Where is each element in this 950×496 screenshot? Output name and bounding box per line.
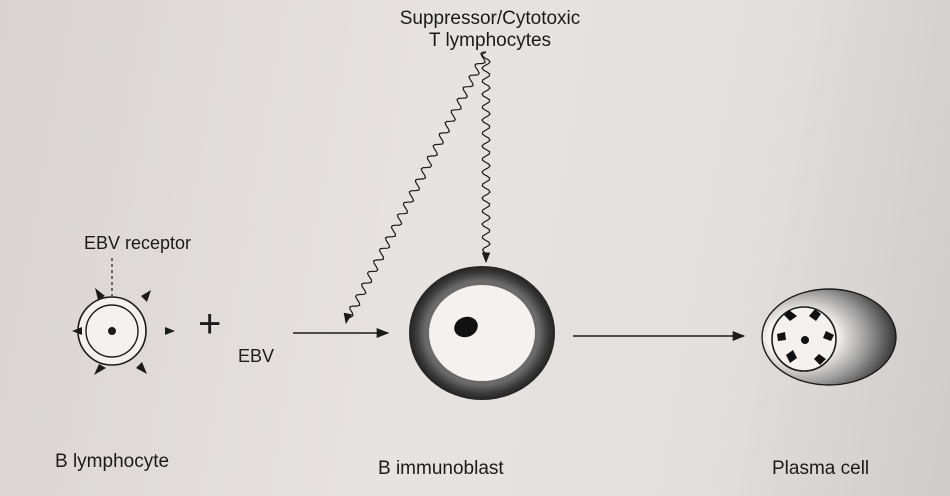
suppressor-label-line2: T lymphocytes: [428, 30, 552, 51]
ebv-label: EBV: [238, 346, 275, 366]
lymphocyte-nucleus: [85, 304, 139, 358]
immunoblast-nucleolus: [454, 316, 478, 338]
suppressor-t-lymphocytes-label: Suppressor/Cytotoxic T lymphocytes: [360, 8, 620, 52]
b-lymphocyte-label: B lymphocyte: [55, 451, 170, 472]
plasma-cell-label: Plasma cell: [772, 458, 870, 479]
ebv-receptor-spikes: [72, 288, 175, 375]
clock-face-chromatin: [777, 309, 834, 365]
plus-sign: +: [198, 302, 222, 346]
plasma-cell: [761, 288, 897, 386]
ebv-receptor-label: EBV receptor: [84, 233, 192, 253]
lymphocyte-nucleolus: [108, 327, 116, 335]
t-cell-arrow-to-immunoblast: [481, 51, 491, 264]
t-cell-arrow-to-entry: [343, 51, 487, 325]
b-immunoblast-label: B immunoblast: [378, 458, 504, 479]
suppressor-label-line1: Suppressor/Cytotoxic: [399, 8, 581, 29]
b-immunoblast-cell: [409, 266, 555, 400]
immunoblast-nucleus: [429, 285, 535, 381]
b-lymphocyte-cell: [72, 258, 175, 375]
